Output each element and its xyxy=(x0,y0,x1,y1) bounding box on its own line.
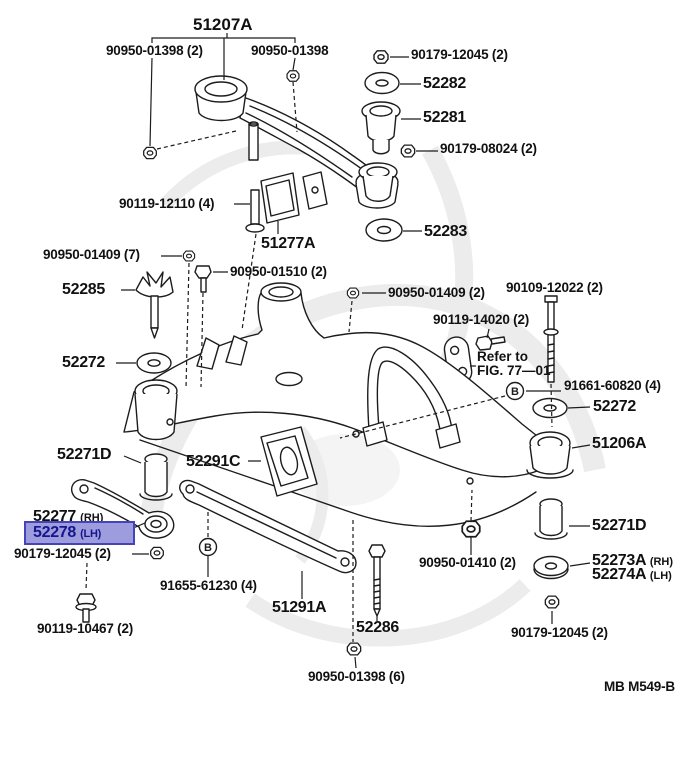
part-number: 52278 xyxy=(33,524,76,541)
connector-letter: B xyxy=(511,386,519,398)
part-label-52272-left[interactable]: 52272 xyxy=(62,354,105,371)
lower-right-parts: B xyxy=(461,381,569,609)
part-label-52271d-left[interactable]: 52271D xyxy=(57,446,112,463)
refer-to-line2: FIG. 77—01 xyxy=(477,363,551,379)
side-qualifier: (RH) xyxy=(80,512,104,524)
part-label-90119-14020[interactable]: 90119-14020 (2) xyxy=(433,312,530,327)
part-label-90950-01398-left[interactable]: 90950-01398 (2) xyxy=(106,43,203,58)
part-label-52281[interactable]: 52281 xyxy=(423,109,466,126)
nut-icon xyxy=(346,287,360,299)
mount-cushion-parts-column xyxy=(358,50,416,242)
part-label-90119-12110[interactable]: 90119-12110 (4) xyxy=(119,196,215,211)
nut-icon xyxy=(544,595,560,609)
connector-letter: B xyxy=(204,542,212,554)
leader-lines xyxy=(85,33,591,669)
part-label-51206a[interactable]: 51206A xyxy=(592,435,647,452)
side-qualifier: (LH) xyxy=(649,570,672,582)
nut-icon xyxy=(143,146,157,160)
part-label-52271d-right[interactable]: 52271D xyxy=(592,517,647,534)
lower-left-parts: B xyxy=(70,352,386,656)
part-label-90179-12045-top[interactable]: 90179-12045 (2) xyxy=(411,47,508,62)
part-label-52285[interactable]: 52285 xyxy=(62,281,105,298)
part-label-52286[interactable]: 52286 xyxy=(356,619,399,636)
support-member-51207a-drawing xyxy=(194,75,399,233)
part-label-90950-01409-2[interactable]: 90950-01409 (2) xyxy=(388,285,485,300)
part-label-90950-01410[interactable]: 90950-01410 (2) xyxy=(419,555,516,570)
refer-to-note: Refer to FIG. 77—01 xyxy=(477,349,551,379)
part-label-90950-01510[interactable]: 90950-01510 (2) xyxy=(230,264,327,279)
part-number: 52274A xyxy=(592,566,646,583)
part-label-52291c[interactable]: 52291C xyxy=(186,453,241,470)
nut-icon xyxy=(182,250,196,262)
part-label-52283[interactable]: 52283 xyxy=(424,223,467,240)
nut-icon xyxy=(286,70,300,82)
part-label-51207a[interactable]: 51207A xyxy=(193,15,253,34)
part-label-52277[interactable]: 52277 (RH) xyxy=(33,509,103,525)
side-qualifier: (LH) xyxy=(80,528,101,540)
part-label-51291a[interactable]: 51291A xyxy=(272,599,327,616)
part-label-90179-08024[interactable]: 90179-08024 (2) xyxy=(440,141,537,156)
part-number: 52273A xyxy=(592,552,646,569)
nut-icon xyxy=(461,520,481,538)
side-qualifier: (RH) xyxy=(649,556,674,568)
refer-to-line1: Refer to xyxy=(477,349,529,364)
part-label-90950-01409-7[interactable]: 90950-01409 (7) xyxy=(43,247,140,262)
part-label-90179-12045-br[interactable]: 90179-12045 (2) xyxy=(511,625,608,640)
part-label-52278-selected[interactable]: 52278 (LH) xyxy=(24,521,135,545)
part-number: 52277 xyxy=(33,508,76,525)
part-label-51277a[interactable]: 51277A xyxy=(261,235,316,252)
part-label-90950-01398-right[interactable]: 90950-01398 xyxy=(251,43,329,58)
figure-code: MB M549-B xyxy=(604,679,675,694)
part-label-90119-10467[interactable]: 90119-10467 (2) xyxy=(37,621,134,636)
part-label-91655-61230[interactable]: 91655-61230 (4) xyxy=(160,578,257,593)
nut-icon xyxy=(373,50,389,64)
nut-icon xyxy=(150,546,164,560)
part-label-90179-12045-left[interactable]: 90179-12045 (2) xyxy=(14,546,111,561)
nut-icon xyxy=(400,144,416,158)
part-label-90950-01398-bottom[interactable]: 90950-01398 (6) xyxy=(308,669,405,684)
part-label-52282[interactable]: 52282 xyxy=(423,75,466,92)
stabilizer-bracket-52285-drawing xyxy=(135,271,174,339)
nut-icon xyxy=(346,642,362,656)
part-label-90109-12022[interactable]: 90109-12022 (2) xyxy=(506,280,603,295)
part-label-52273a[interactable]: 52273A (RH) xyxy=(592,553,673,569)
part-label-91661-60820[interactable]: 91661-60820 (4) xyxy=(564,378,661,393)
part-label-52272-right[interactable]: 52272 xyxy=(593,398,636,415)
part-label-52274a[interactable]: 52274A (LH) xyxy=(592,567,672,583)
